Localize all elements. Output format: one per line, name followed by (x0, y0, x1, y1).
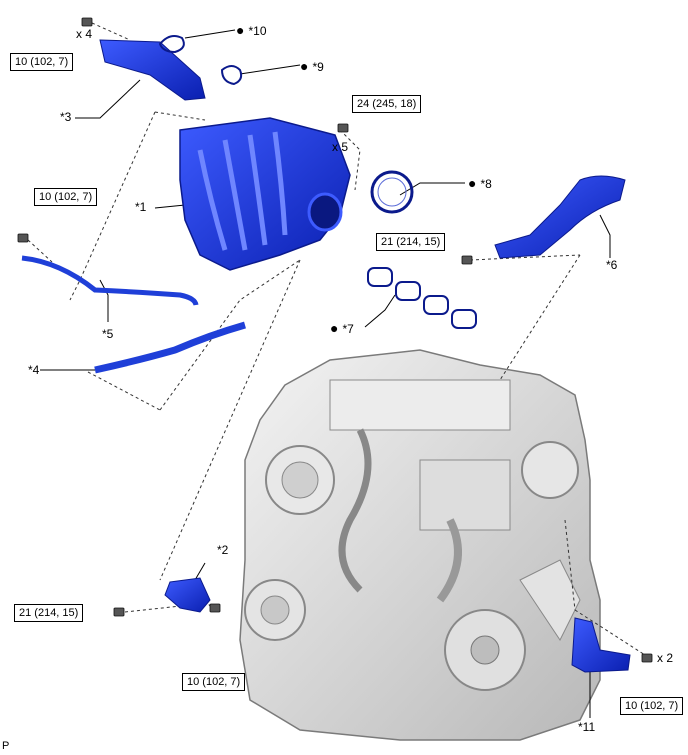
bullet-icon: ● (300, 58, 309, 74)
torque-spec-box: 10 (102, 7) (34, 188, 98, 206)
callout-3: *3 (60, 110, 72, 124)
callout-1: *1 (135, 200, 147, 214)
hose-4 (94, 321, 246, 374)
torque-spec-box: 21 (214, 15) (14, 604, 84, 622)
callout-6: *6 (606, 258, 618, 272)
bracket-11 (571, 617, 631, 673)
hose-5 (21, 255, 199, 306)
callout-9: ●*9 (300, 58, 324, 74)
callout-8: ●*8 (468, 175, 492, 191)
torque-spec-box: 21 (214, 15) (376, 233, 446, 251)
bolt-quantity: x 4 (76, 27, 93, 41)
gasket-9 (220, 65, 243, 86)
torque-spec-box: 24 (245, 18) (352, 95, 422, 113)
callout-10: ●*10 (236, 22, 267, 38)
bullet-icon: ● (468, 175, 477, 191)
bullet-icon: ● (236, 22, 245, 38)
callout-2: *2 (217, 543, 229, 557)
torque-spec-box: 10 (102, 7) (10, 53, 74, 71)
bullet-icon: ● (330, 320, 339, 336)
gasket-8 (370, 170, 414, 214)
engine-assembly (239, 349, 601, 741)
callout-4: *4 (28, 363, 40, 377)
callout-11: *11 (578, 720, 596, 734)
gasket-10 (158, 35, 185, 54)
callout-5: *5 (102, 327, 114, 341)
callout-leaders (40, 29, 611, 718)
bolt-quantity: x 2 (657, 651, 674, 665)
manifold-stay (99, 39, 206, 101)
manifold-bracket-6 (494, 175, 626, 259)
intake-manifold (179, 117, 351, 271)
corner-label: P (2, 740, 10, 752)
gasket-7 (367, 267, 477, 329)
torque-spec-box: 10 (102, 7) (182, 673, 246, 691)
bracket-2 (164, 577, 211, 613)
bolt-icon (17, 17, 653, 663)
torque-spec-box: 10 (102, 7) (620, 697, 684, 715)
callout-7: ●*7 (330, 320, 354, 336)
bolt-quantity: x 5 (332, 140, 349, 154)
